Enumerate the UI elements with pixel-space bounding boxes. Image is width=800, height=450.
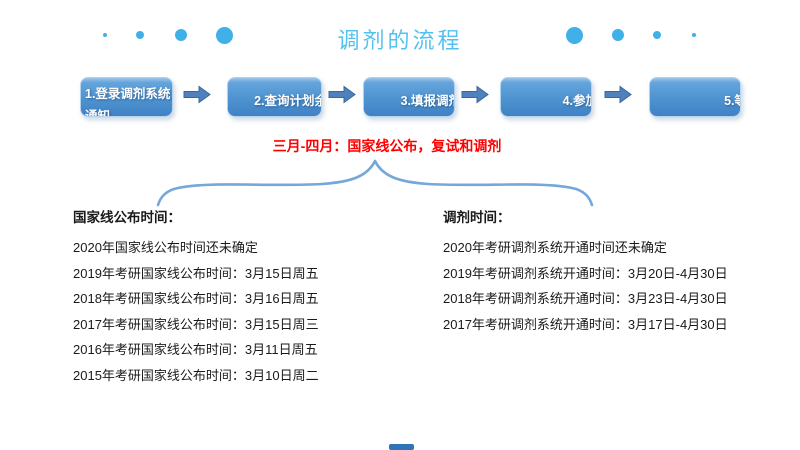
arrow-right-icon [604, 85, 632, 104]
national-line-column: 国家线公布时间： 2020年国家线公布时间还未确定 2019年考研国家线公布时间… [73, 209, 319, 389]
column-header: 国家线公布时间： [73, 210, 181, 225]
list-item: 2016年考研国家线公布时间：3月11日周五 [73, 342, 318, 358]
list-item: 2017年考研国家线公布时间：3月15日周三 [73, 316, 319, 332]
dot-icon [566, 27, 583, 44]
slide-title: 调剂的流程 [337, 28, 463, 53]
flow-step-2: 2.查询计划余 [227, 77, 322, 117]
dot-icon [612, 29, 624, 41]
list-item: 2015年考研国家线公布时间：3月10日周二 [73, 367, 319, 383]
arrow-right-icon [183, 85, 211, 104]
column-header: 调剂时间： [443, 210, 511, 225]
flow-step-5-label: 5.等 [724, 94, 740, 108]
bottom-accent-bar [389, 444, 414, 450]
arrow-right-icon [328, 85, 356, 104]
flow-step-1: 1.登录调剂系统 通知 [80, 77, 173, 117]
dot-icon [175, 29, 187, 41]
list-item: 2020年考研调剂系统开通时间还未确定 [443, 240, 667, 255]
dot-icon [136, 31, 144, 39]
list-item: 2019年考研调剂系统开通时间：3月20日-4月30日 [443, 265, 728, 281]
flow-step-1-label-line2: 通知 [85, 109, 111, 117]
flow-step-4-label: 4.参加 [562, 94, 591, 108]
flow-step-5: 5.等 [649, 77, 741, 117]
flow-step-3: 3.填报调剂 [363, 77, 455, 117]
list-item: 2019年考研国家线公布时间：3月15日周五 [73, 265, 319, 281]
dot-icon [103, 33, 107, 37]
flow-step-1-label: 1.登录调剂系统 [85, 87, 171, 101]
dot-icon [653, 31, 661, 39]
callout-text: 三月-四月：国家线公布，复试和调剂 [272, 138, 502, 154]
flow-step-4: 4.参加 [500, 77, 592, 117]
list-item: 2018年考研调剂系统开通时间：3月23日-4月30日 [443, 291, 728, 307]
dot-icon [216, 27, 233, 44]
flow-step-2-label: 2.查询计划余 [254, 94, 322, 108]
national-line-list: 2020年国家线公布时间还未确定 2019年考研国家线公布时间：3月15日周五 … [73, 235, 319, 389]
arrow-right-icon [461, 85, 489, 104]
list-item: 2017年考研调剂系统开通时间：3月17日-4月30日 [443, 316, 728, 332]
transfer-time-list: 2020年考研调剂系统开通时间还未确定 2019年考研调剂系统开通时间：3月20… [443, 235, 728, 337]
transfer-time-column: 调剂时间： 2020年考研调剂系统开通时间还未确定 2019年考研调剂系统开通时… [443, 209, 728, 337]
list-item: 2018年考研国家线公布时间：3月16日周五 [73, 291, 319, 307]
list-item: 2020年国家线公布时间还未确定 [73, 240, 258, 255]
flow-step-3-label: 3.填报调剂 [400, 94, 455, 108]
dot-icon [692, 33, 696, 37]
brace-icon [156, 159, 594, 207]
